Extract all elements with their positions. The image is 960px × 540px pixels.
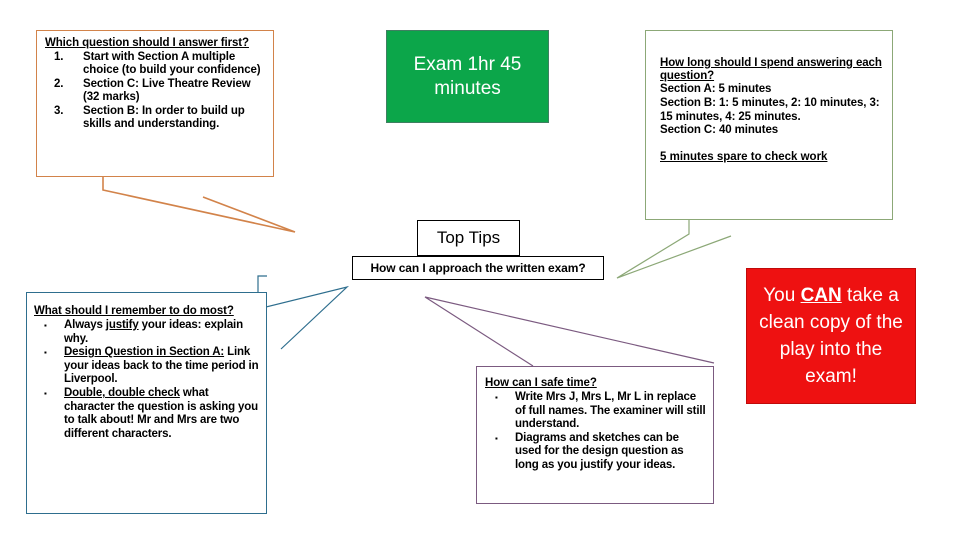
list-number: 1. xyxy=(54,51,64,63)
exam-duration-text: Exam 1hr 45 minutes xyxy=(413,53,522,99)
list-text-after: your ideas: explain why. xyxy=(64,319,243,345)
timing-line: Section A: 5 minutes xyxy=(660,83,772,95)
list-item: ▪ Double, double check what character th… xyxy=(34,387,260,441)
list-item: ▪ Always justify your ideas: explain why… xyxy=(34,319,260,346)
list-number: 3. xyxy=(54,104,64,117)
callout-remember-to-do: What should I remember to do most? ▪ Alw… xyxy=(26,292,267,514)
list-text: Section B: In order to build up skills a… xyxy=(83,104,245,131)
bullet-list: ▪ Always justify your ideas: explain why… xyxy=(34,319,260,441)
box-clean-copy-of-play: You CAN take a clean copy of the play in… xyxy=(746,268,916,404)
green-callout-tail xyxy=(616,220,732,279)
callout-heading: Which question should I answer first? xyxy=(45,37,249,49)
list-text-emphasis: justify xyxy=(105,319,139,331)
box-exam-duration: Exam 1hr 45 minutes xyxy=(386,30,549,123)
top-tips-label: Top Tips xyxy=(436,228,501,247)
list-text-lead: Double, double check xyxy=(64,386,180,399)
list-text-after: what character the question is asking yo… xyxy=(64,386,258,440)
list-item: ▪ Design Question in Section A: Link you… xyxy=(34,346,260,387)
bullet-glyph: ▪ xyxy=(495,393,498,402)
clean-copy-text-before: You xyxy=(763,285,801,306)
list-item: 3. Section B: In order to build up skill… xyxy=(45,105,265,132)
orange-callout-tail xyxy=(102,177,296,233)
clean-copy-text: You CAN take a clean copy of the play in… xyxy=(755,282,907,390)
purple-callout-tail xyxy=(424,296,715,367)
blue-callout-tail xyxy=(257,275,350,350)
approach-question-label: How can I approach the written exam? xyxy=(370,261,586,275)
callout-which-question-first: Which question should I answer first? 1.… xyxy=(36,30,274,177)
list-number: 2. xyxy=(54,77,64,90)
list-text: Section C: Live Theatre Review (32 marks… xyxy=(83,77,251,104)
list-item: 1. Start with Section A multiple choice … xyxy=(45,51,265,78)
bullet-glyph: ▪ xyxy=(44,388,47,398)
clean-copy-text-after: take a clean copy of the play into the e… xyxy=(759,285,903,387)
list-item: 2. Section C: Live Theatre Review (32 ma… xyxy=(45,78,265,105)
callout-question-timing: How long should I spend answering each q… xyxy=(645,30,893,220)
callout-heading: What should I remember to do most? xyxy=(34,305,234,317)
list-text-lead: Design Question in Section A: xyxy=(64,346,225,359)
list-text: Diagrams and sketches can be used for th… xyxy=(515,431,684,471)
timing-footer: 5 minutes spare to check work xyxy=(660,151,828,164)
list-item: ▪ Write Mrs J, Mrs L, Mr L in replace of… xyxy=(485,391,707,432)
callout-heading: How can I safe time? xyxy=(485,377,597,389)
list-text: Write Mrs J, Mrs L, Mr L in replace of f… xyxy=(515,391,706,431)
bullet-list: ▪ Write Mrs J, Mrs L, Mr L in replace of… xyxy=(485,391,707,473)
clean-copy-emphasis: CAN xyxy=(800,285,842,306)
box-top-tips-title: Top Tips xyxy=(417,220,520,256)
bullet-glyph: ▪ xyxy=(44,321,47,330)
ordered-list: 1. Start with Section A multiple choice … xyxy=(45,51,265,131)
box-approach-written-exam: How can I approach the written exam? xyxy=(352,256,604,280)
list-text: Start with Section A multiple choice (to… xyxy=(83,51,261,77)
bullet-glyph: ▪ xyxy=(44,348,47,358)
callout-save-time: How can I safe time? ▪ Write Mrs J, Mrs … xyxy=(476,366,714,504)
list-text-after: Link your ideas back to the time period … xyxy=(64,346,259,386)
timing-line: Section B: 1: 5 minutes, 2: 10 minutes, … xyxy=(660,96,880,123)
timing-line: Section C: 40 minutes xyxy=(660,124,779,137)
list-text-before: Always xyxy=(64,319,106,331)
bullet-glyph: ▪ xyxy=(495,433,498,443)
callout-heading: How long should I spend answering each q… xyxy=(660,57,882,82)
list-item: ▪ Diagrams and sketches can be used for … xyxy=(485,432,707,473)
